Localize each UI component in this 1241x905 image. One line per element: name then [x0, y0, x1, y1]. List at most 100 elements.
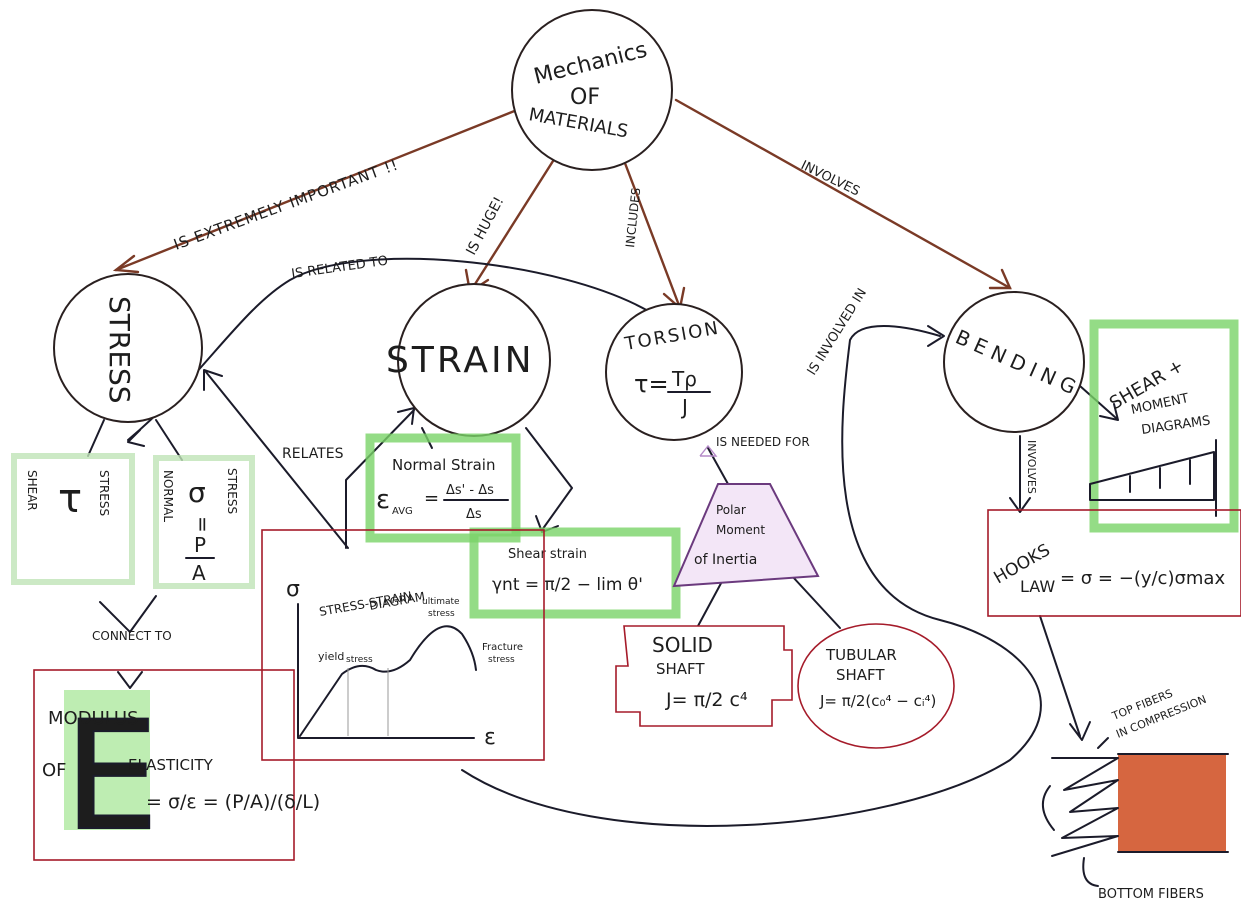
arrowhead-connect [117, 671, 143, 689]
node-fibers: TOP FIBERS IN COMPRESSION BOTTOM FIBERS [1042, 687, 1229, 902]
arrowhead-hookes [1009, 497, 1031, 513]
hookes-box [987, 509, 1241, 617]
arrowhead-stress [112, 254, 140, 274]
node-strain: STRAIN [386, 283, 551, 437]
moment-arrow [1042, 785, 1055, 831]
node-shear-stress: SHEAR τ STRESS [11, 453, 135, 585]
arrowhead-relates [397, 407, 415, 425]
beam-section [1118, 754, 1226, 852]
diagram-x-axis: ε [484, 725, 496, 750]
shear-stress-highlight [11, 453, 135, 585]
node-stress: STRESS [53, 273, 203, 423]
arrow-relates [345, 409, 415, 549]
label-involves: INVOLVES [798, 158, 862, 199]
polar-line2: Moment [716, 523, 765, 537]
polar-line1: Polar [716, 503, 746, 517]
node-shear-strain: Shear strain γnt = π/2 − lim θ' [469, 527, 681, 619]
node-polar-moment: Polar Moment of Inertia [672, 483, 820, 588]
tubular-shaft-line2: SHAFT [836, 666, 885, 684]
line-polar-tubular [791, 575, 841, 629]
connectors [87, 257, 1119, 827]
stress-strain-box [261, 529, 545, 761]
node-stress-strain-diagram: STRESS-STRAIN DIAGRAM σ ε yield stress u… [261, 529, 545, 761]
diagram-y-axis: σ [286, 577, 300, 602]
stress-circle [53, 273, 203, 423]
shear-moment-line3: DIAGRAMS [1140, 413, 1211, 438]
node-tubular-shaft: TUBULAR SHAFT J= π/2(c₀⁴ − cᵢ⁴) [797, 623, 955, 749]
line-polar-to-torsion [707, 447, 729, 485]
modulus-highlight [64, 690, 150, 830]
diagram-yield-sub: stress [346, 655, 373, 665]
hookes-formula: = σ = −(y/c)σmax [1060, 568, 1225, 589]
line-connect [99, 595, 157, 633]
bending-circle [943, 291, 1085, 433]
diagram-ultimate-sub: stress [428, 609, 455, 619]
arrowhead-is-needed-for [699, 444, 718, 457]
modulus-letter: E [64, 690, 159, 864]
normal-stress-word1: NORMAL [161, 470, 175, 522]
line-stress-normal [155, 419, 183, 461]
arrowhead-is-involved-in [927, 325, 945, 347]
node-bending: BENDING [943, 291, 1085, 433]
normal-stress-word2: STRESS [225, 468, 239, 514]
modulus-line2: OF [42, 760, 67, 781]
arrowhead-beam [1069, 721, 1091, 741]
node-shear-moment: SHEAR + MOMENT DIAGRAMS [1089, 319, 1239, 533]
shear-stress-word2: STRESS [97, 470, 111, 516]
normal-stress-eq: = [191, 516, 215, 533]
arrowhead-bending [988, 268, 1012, 290]
shear-stress-symbol: τ [58, 476, 82, 522]
modulus-line1: MODULUS [48, 708, 138, 729]
torsion-formula-den: J [680, 395, 688, 419]
diagram-fracture: Fracture [482, 642, 523, 653]
normal-stress-den: A [192, 561, 206, 585]
normal-stress-symbol: σ [188, 476, 206, 509]
diagram-axes [297, 603, 475, 739]
hookes-line2: LAW [1020, 577, 1055, 596]
label-includes: INCLUDES [623, 187, 643, 248]
label-involves-bending: INVOLVES [1025, 440, 1038, 494]
normal-strain-num: Δs' - Δs [446, 483, 494, 498]
line-stress-shear [87, 419, 105, 457]
normal-strain-den: Δs [466, 507, 482, 522]
label-relates: RELATES [282, 446, 344, 462]
arrow-root-to-torsion [618, 148, 682, 310]
label-is-involved-in: IS INVOLVED IN [805, 286, 870, 378]
normal-strain-highlight [365, 433, 521, 543]
shear-strain-highlight [469, 527, 681, 619]
arrowhead-is-related-to [127, 429, 145, 447]
arrow-root-to-strain [468, 148, 562, 294]
normal-stress-highlight [153, 455, 255, 589]
line-hookes-beam [1039, 615, 1081, 737]
torsion-formula-lhs: τ= [634, 370, 669, 398]
root-line2: OF [570, 85, 600, 110]
shear-moment-highlight [1089, 319, 1239, 533]
solid-shaft-shape [615, 625, 793, 727]
node-normal-stress: NORMAL σ = P A STRESS [153, 455, 255, 589]
fibers-bottom: BOTTOM FIBERS [1098, 887, 1204, 902]
node-root: Mechanics OF MATERIALS [511, 9, 673, 171]
modulus-box [33, 669, 295, 861]
tubular-shaft-formula: J= π/2(c₀⁴ − cᵢ⁴) [819, 692, 936, 710]
solid-shaft-line1: SOLID [652, 633, 713, 657]
normal-stress-num: P [194, 533, 206, 557]
arrow-root-to-bending [674, 98, 1012, 290]
modulus-line3: ELASTICITY [128, 756, 214, 774]
solid-shaft-line2: SHAFT [656, 660, 705, 678]
shear-strain-title: Shear strain [508, 547, 587, 562]
diagram-curve [299, 625, 477, 737]
line-strain-shear [525, 427, 573, 531]
node-torsion: TORSION τ= Tρ J [605, 303, 743, 441]
normal-strain-eq: = [424, 488, 439, 509]
normal-strain-title: Normal Strain [392, 456, 495, 474]
label-connect-to: CONNECT TO [92, 629, 172, 643]
node-normal-strain: Normal Strain ε AVG = Δs' - Δs Δs [365, 433, 521, 543]
shear-stress-word1: SHEAR [25, 470, 39, 511]
label-extremely-important: IS EXTREMELY IMPORTANT !! [171, 155, 401, 253]
label-is-related-to: IS RELATED TO [290, 254, 389, 282]
fibers-bottom-pointer [1082, 857, 1099, 887]
arrow-root-to-stress [114, 106, 524, 272]
label-is-huge: IS HUGE! [463, 194, 507, 258]
